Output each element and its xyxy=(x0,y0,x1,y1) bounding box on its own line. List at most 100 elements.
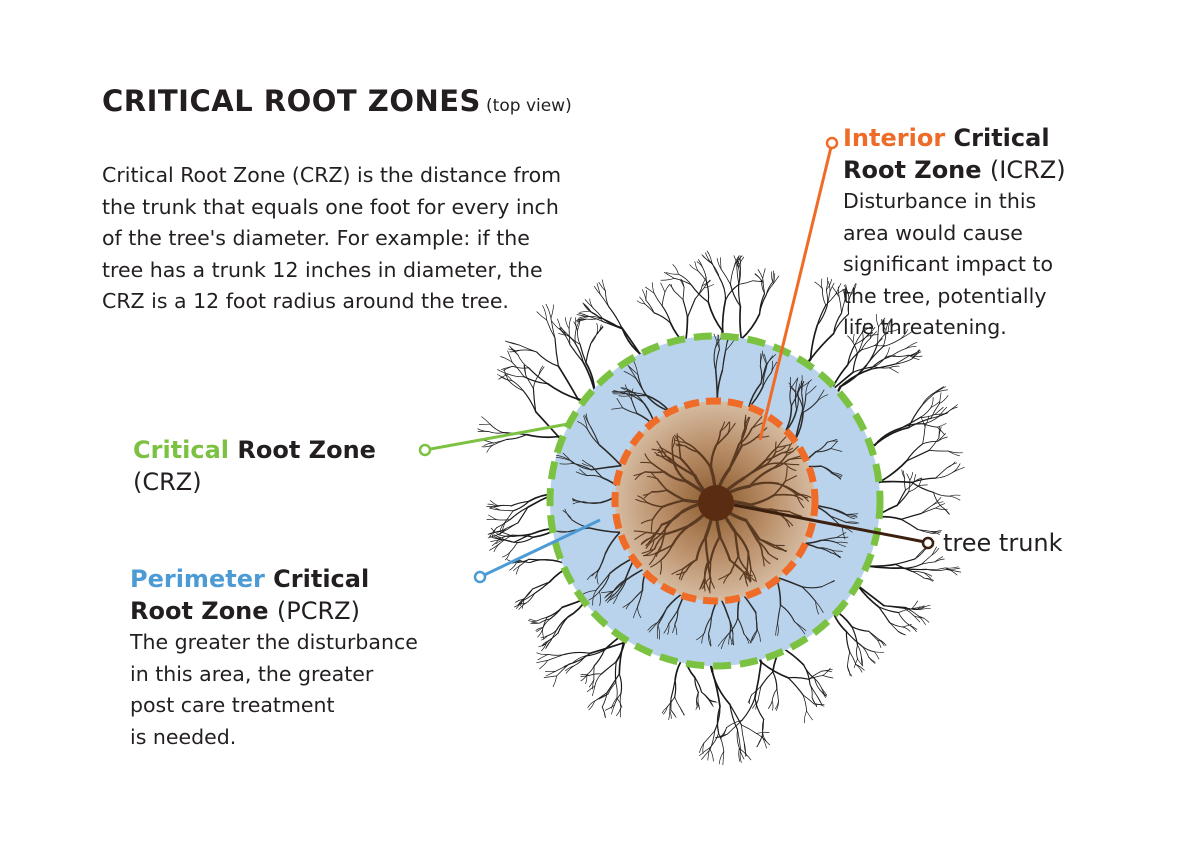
root-branch xyxy=(830,552,841,558)
root-branch xyxy=(765,451,777,466)
root-branch xyxy=(578,312,589,317)
root-branch xyxy=(900,512,922,520)
root-branch xyxy=(587,315,604,322)
root-branch xyxy=(604,704,615,711)
root-branch xyxy=(952,467,965,473)
root-branch xyxy=(596,553,606,572)
root-branch xyxy=(806,710,813,721)
root-branch xyxy=(546,319,556,339)
root-branch xyxy=(744,519,761,541)
root-branch xyxy=(497,369,509,375)
root-branch xyxy=(669,710,672,719)
root-branch xyxy=(501,521,506,532)
root-branch xyxy=(536,311,547,321)
root-branch xyxy=(906,473,911,481)
root-branch xyxy=(498,528,507,536)
root-branch xyxy=(733,530,750,554)
root-branch xyxy=(771,700,774,711)
root-branch xyxy=(756,435,770,438)
root-branch xyxy=(741,697,756,721)
root-branch xyxy=(563,662,573,667)
root-branch xyxy=(890,348,907,357)
root-branch xyxy=(857,644,862,658)
root-branch xyxy=(661,499,686,508)
root-branch xyxy=(903,607,915,617)
root-branch xyxy=(939,395,949,404)
root-branch xyxy=(614,661,617,684)
root-branch xyxy=(640,537,652,546)
root-branch xyxy=(601,692,608,708)
root-branch xyxy=(776,688,779,703)
root-branch xyxy=(736,729,740,749)
root-branch xyxy=(496,504,512,508)
root-branch xyxy=(898,612,909,625)
root-branch xyxy=(557,318,562,331)
root-branch xyxy=(506,522,519,531)
root-branch xyxy=(905,449,930,462)
root-branch xyxy=(946,461,956,469)
root-branch xyxy=(518,561,531,563)
root-branch xyxy=(788,382,797,393)
root-branch xyxy=(742,463,768,480)
root-branch xyxy=(874,651,880,660)
root-branch xyxy=(608,306,623,329)
root-branch xyxy=(584,649,605,657)
root-branch xyxy=(935,467,948,479)
root-branch xyxy=(493,438,508,444)
root-branch xyxy=(584,299,594,309)
root-branch xyxy=(784,467,788,482)
root-branch xyxy=(749,694,752,705)
root-branch xyxy=(595,572,611,592)
root-branch xyxy=(721,299,727,333)
root-branch xyxy=(623,391,632,401)
root-branch xyxy=(820,465,833,475)
root-branch xyxy=(586,474,604,479)
root-branch xyxy=(809,684,813,699)
root-branch xyxy=(509,345,519,356)
root-branch xyxy=(918,615,926,625)
root-branch xyxy=(759,353,762,367)
root-branch xyxy=(852,333,855,343)
root-branch xyxy=(623,371,637,380)
root-branch xyxy=(718,535,732,562)
root-branch xyxy=(633,471,646,477)
root-branch xyxy=(581,463,593,467)
root-branch xyxy=(697,270,707,282)
root-branch xyxy=(905,443,924,462)
root-branch xyxy=(546,382,579,401)
root-branch xyxy=(720,257,722,270)
crz-label: Critical Root Zone (CRZ) xyxy=(133,434,376,498)
root-branch xyxy=(598,444,622,467)
root-branch xyxy=(612,579,626,592)
intro-line: of the tree's diameter. For example: if … xyxy=(102,226,530,250)
root-branch xyxy=(784,475,798,482)
root-branch xyxy=(716,257,722,270)
root-branch xyxy=(822,675,834,679)
icrz-desc-line: area would cause xyxy=(843,220,1023,245)
root-branch xyxy=(664,510,684,530)
root-branch xyxy=(540,635,548,639)
root-branch xyxy=(493,543,500,553)
root-branch xyxy=(911,350,920,360)
root-branch xyxy=(938,425,940,439)
root-branch xyxy=(654,451,665,459)
root-branch xyxy=(771,271,774,283)
root-branch xyxy=(761,350,767,365)
root-branch xyxy=(727,421,731,435)
root-branch xyxy=(718,751,725,765)
root-branch xyxy=(897,630,906,636)
title-sub: (top view) xyxy=(486,96,572,116)
icrz-label: Interior Critical Root Zone (ICRZ) Distu… xyxy=(843,122,1066,344)
root-branch xyxy=(579,310,590,313)
root-branch xyxy=(580,674,588,682)
root-branch xyxy=(754,661,763,699)
root-branch xyxy=(789,386,798,396)
root-branch xyxy=(878,480,913,484)
root-branch xyxy=(512,365,529,369)
root-branch xyxy=(521,593,535,602)
root-branch xyxy=(744,414,747,429)
root-branch xyxy=(822,667,831,676)
root-branch xyxy=(648,622,659,633)
root-branch xyxy=(653,312,672,324)
